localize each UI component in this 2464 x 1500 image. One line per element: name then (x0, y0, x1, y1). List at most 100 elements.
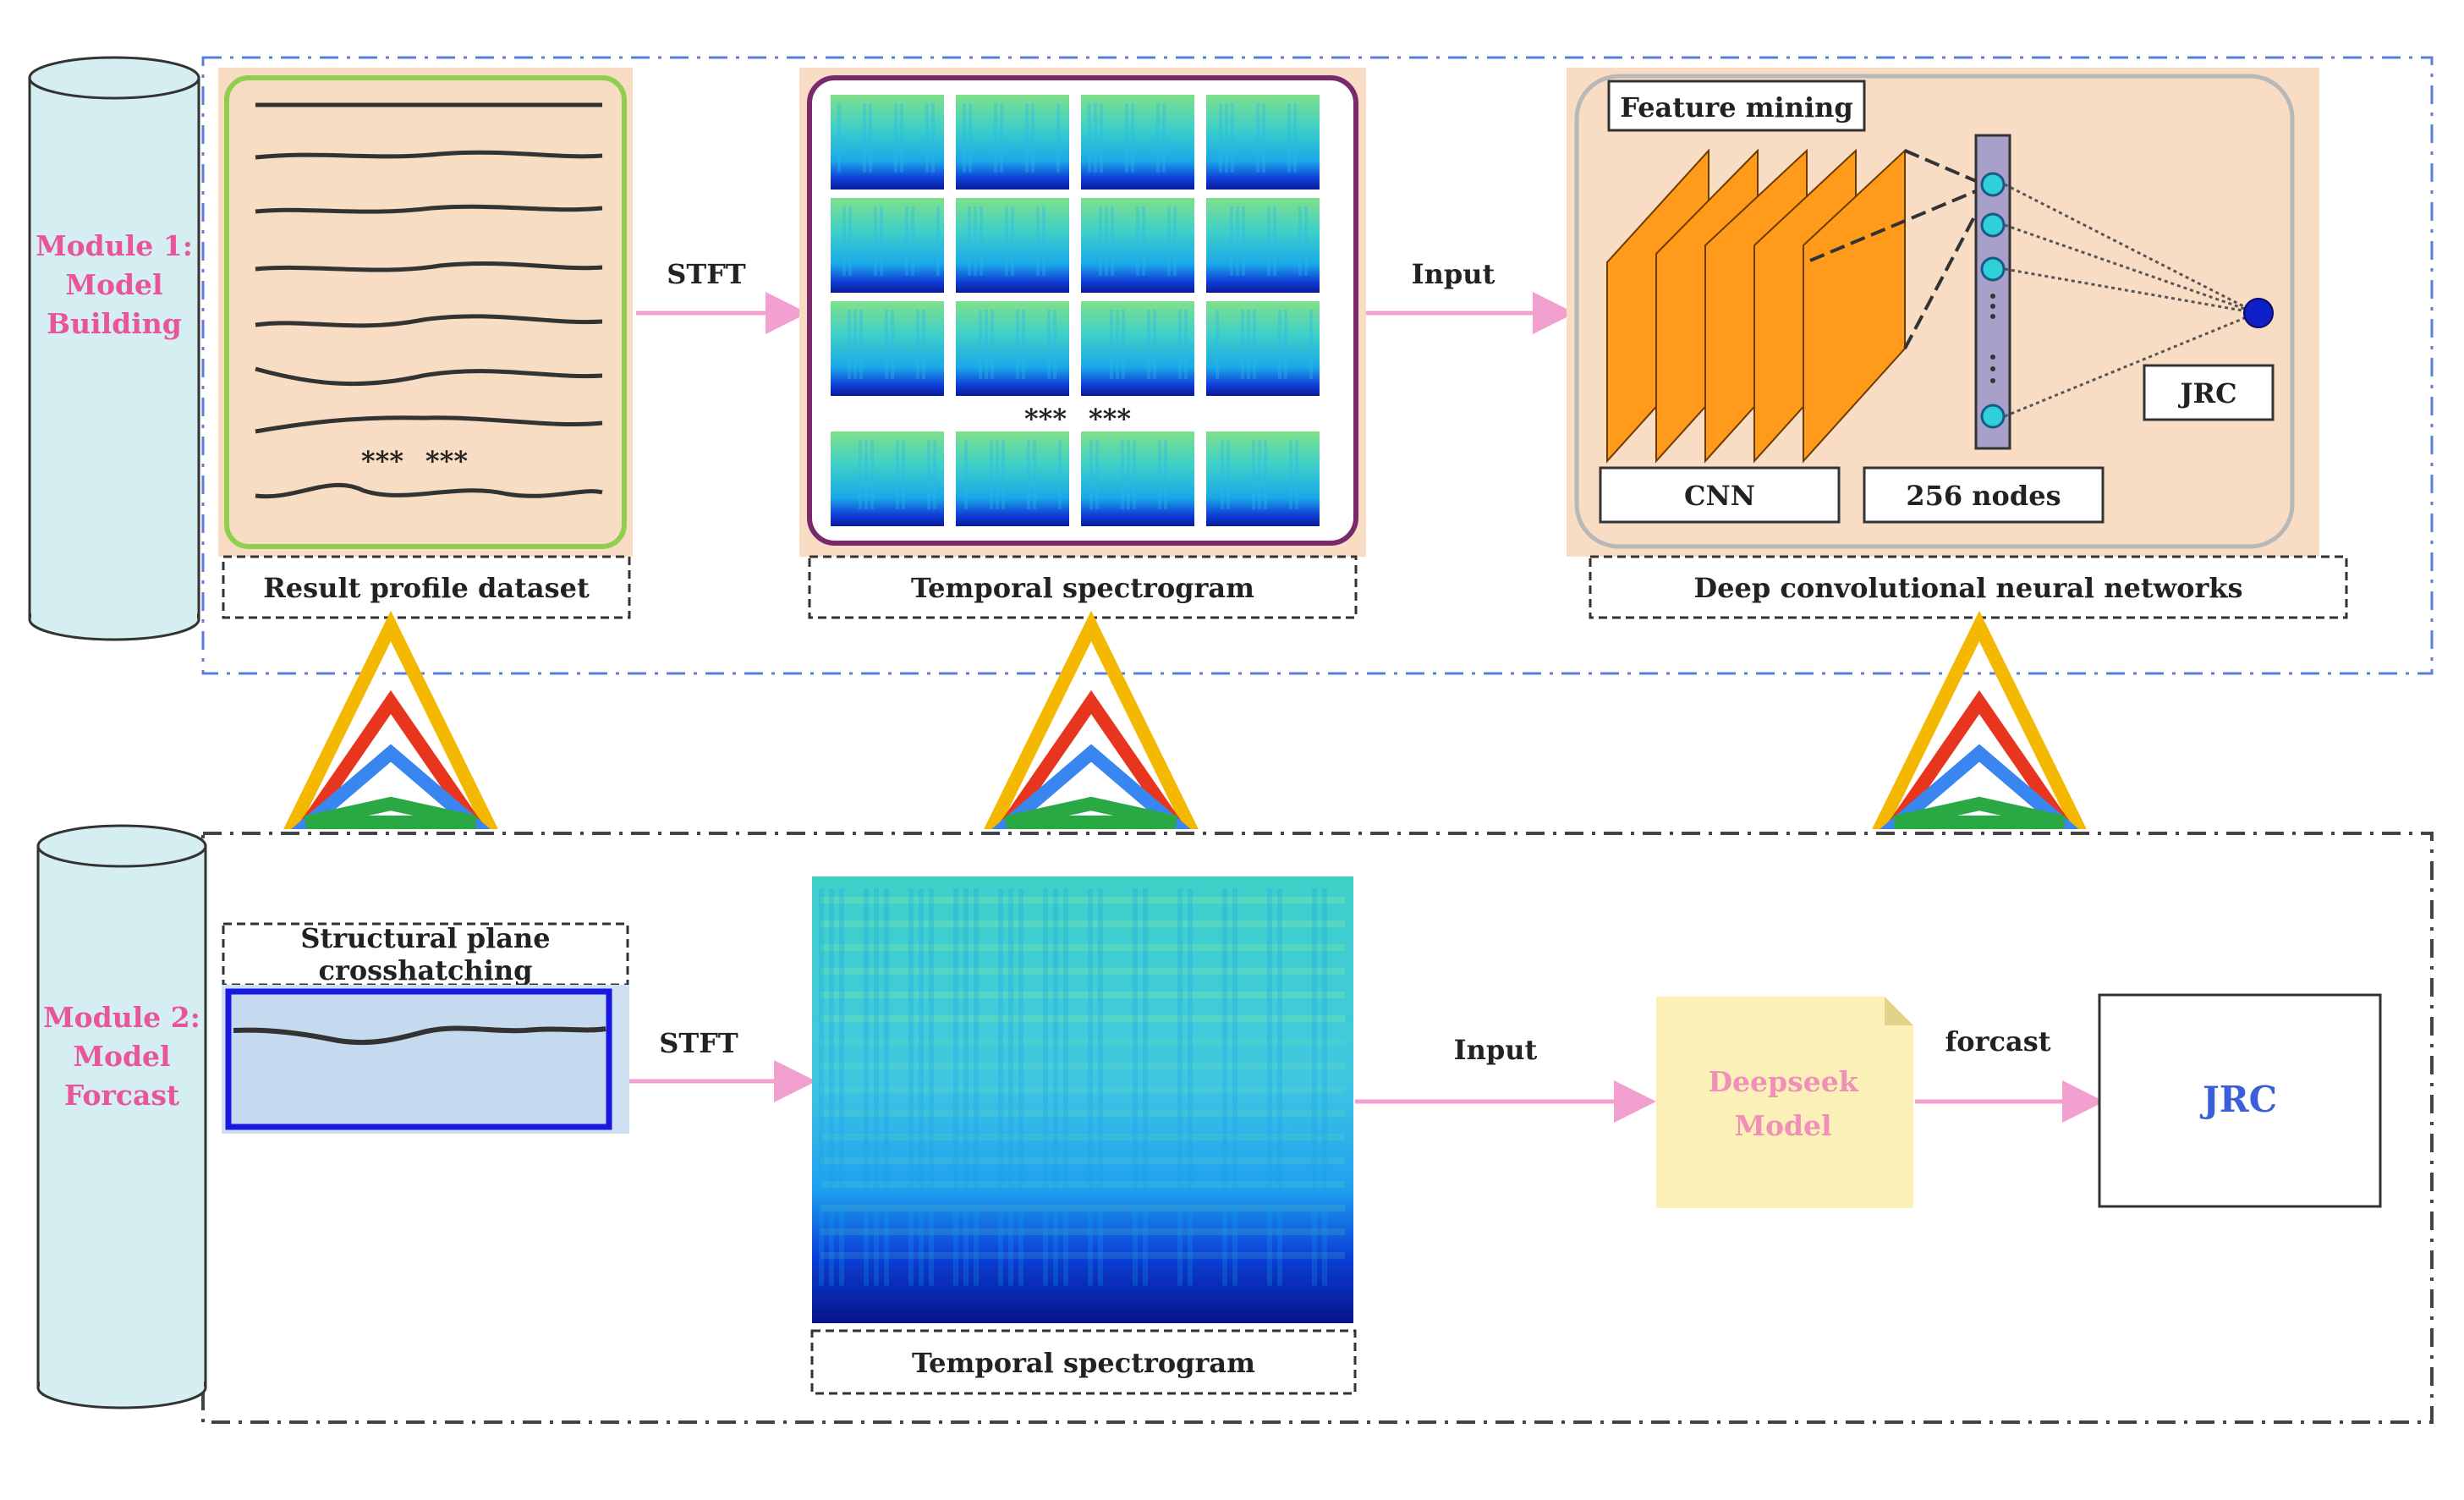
spectrogram-band (820, 1063, 1345, 1069)
spectrogram-tile-streak (1111, 206, 1114, 276)
module1-title-line1: Module 1: (36, 229, 193, 262)
input-label-1: Input (1412, 258, 1495, 290)
spectrogram-tile (1206, 95, 1320, 190)
spectrogram-tile-streak (1242, 206, 1245, 276)
module2-cylinder: Module 2: Model Forcast (36, 824, 207, 1409)
structural-plane-profile (233, 1025, 606, 1046)
spectrogram-tile-streak (1016, 310, 1019, 379)
spectrogram-tile-streak (1289, 440, 1292, 509)
spectrogram-tile-streak (885, 310, 888, 379)
spectrogram-tile-streak (994, 103, 997, 173)
spectrogram-streak (819, 888, 824, 1286)
spectrogram-tile (956, 95, 1069, 190)
jrc-output-label: JRC (2177, 377, 2236, 409)
spectrogram-tile-streak (1025, 103, 1029, 173)
spectrogram-tile-streak (842, 206, 846, 276)
spectrogram-tile-streak (1005, 206, 1008, 276)
spectrogram-tile (831, 431, 944, 526)
deepseek-label-line2: Model (1734, 1109, 1831, 1142)
spectrogram-streak (1267, 888, 1272, 1286)
deepseek-label-line1: Deepseek (1708, 1065, 1858, 1098)
spectrogram-tile-streak (911, 206, 914, 276)
spectrogram-band (820, 992, 1345, 998)
spectrogram-tile-streak (1142, 206, 1145, 276)
spectrogram-tile-streak (880, 206, 883, 276)
spectrogram-tile-streak (1053, 310, 1056, 379)
profile-dataset-caption: Result profile dataset (222, 555, 631, 619)
feature-mining-label: Feature mining (1620, 91, 1853, 124)
spectrogram-streak (974, 888, 979, 1286)
spectrogram-label-1: Temporal spectrogram (911, 572, 1254, 604)
spectrogram-streak (919, 888, 924, 1286)
spectrogram-tile-streak (968, 206, 971, 276)
spectrogram-tile-streak (1178, 310, 1182, 379)
spectrogram-streak (1018, 888, 1023, 1286)
spectrogram-streak (1277, 888, 1282, 1286)
spectrogram-tile (831, 95, 944, 190)
spectrogram-band (820, 1228, 1345, 1235)
spectrogram-streak (884, 888, 889, 1286)
spectrogram-tile-streak (1031, 103, 1034, 173)
spectrogram-tile-streak (1131, 103, 1134, 173)
spectrogram-tile-streak (1127, 440, 1130, 509)
spectrogram-tile-streak (1304, 206, 1308, 276)
spectrogram-tile-streak (1105, 206, 1108, 276)
nodes-box: 256 nodes (1863, 466, 2105, 524)
spectrogram-tile-streak (1309, 310, 1313, 379)
spectrogram-tile-streak (1056, 103, 1060, 173)
spectrogram-streak (1043, 888, 1048, 1286)
spectrogram-tile-streak (1022, 310, 1025, 379)
cnn-panel: Feature mining (1567, 68, 2319, 557)
spectrogram-tile-streak (1231, 103, 1234, 173)
spectrogram-tile-streak (996, 440, 999, 509)
spectrogram-tile-streak (863, 103, 866, 173)
spectrogram-tile-streak (902, 440, 905, 509)
spectrogram-tile-streak (1278, 310, 1281, 379)
spectrogram-tile (1206, 431, 1320, 526)
spectrogram-streak (1133, 888, 1138, 1286)
spectrogram-band (820, 1086, 1345, 1093)
spectrogram-tile (1081, 95, 1194, 190)
spectrogram-streak (864, 888, 869, 1286)
spectrogram-tile-streak (1264, 440, 1267, 509)
cnn-caption: Deep convolutional neural networks (1589, 555, 2348, 619)
structural-plane-label-line1: Structural plane (300, 922, 550, 954)
profile-dataset-label: Result profile dataset (263, 572, 590, 604)
spectrogram-tile-streak (859, 310, 863, 379)
spectrogram-streak (1232, 888, 1237, 1286)
cnn-dashed-links (1809, 149, 1989, 349)
spectrogram-tile-streak (1121, 440, 1124, 509)
output-links (2004, 183, 2258, 418)
spectrogram-tile-streak (1036, 206, 1040, 276)
spectrogram-tile (956, 301, 1069, 396)
spectrogram-tile-streak (931, 103, 935, 173)
output-node (2243, 298, 2274, 328)
deepseek-model-box: Deepseek Model (1656, 997, 1913, 1208)
spectrogram-tile-streak (1273, 206, 1276, 276)
spectrogram-tile-streak (1162, 103, 1166, 173)
spectrogram-band (820, 1157, 1345, 1164)
spectrogram-streak (929, 888, 934, 1286)
spectrogram-tile-streak (1184, 310, 1188, 379)
spectrogram-streak (1088, 888, 1093, 1286)
spectrogram-streak (1053, 888, 1058, 1286)
dense-layer-256 (1974, 134, 2011, 450)
spectrogram-tile-streak (1116, 310, 1119, 379)
spectrogram-grid-panel: *** *** (799, 68, 1366, 557)
spectrogram-tile-streak (1095, 440, 1099, 509)
spectrogram-tiles (831, 95, 1320, 526)
spectrogram-tile-streak (1089, 440, 1093, 509)
spectrogram-tile-streak (1295, 440, 1298, 509)
profile-ellipsis-1: *** (361, 445, 403, 477)
spectrogram-tile-streak (1033, 440, 1036, 509)
forcast-label: forcast (1945, 1025, 2051, 1058)
structural-plane-label-line2: crosshatching (318, 954, 532, 986)
spectrogram-tile-streak (864, 440, 868, 509)
spectrogram-band (820, 1134, 1345, 1140)
structural-plane-image (222, 985, 629, 1134)
module1-title-line3: Building (47, 307, 182, 340)
spectrogram-tile-streak (1221, 440, 1224, 509)
profile-curves (255, 102, 603, 499)
spectrogram-tile-streak (1125, 103, 1128, 173)
